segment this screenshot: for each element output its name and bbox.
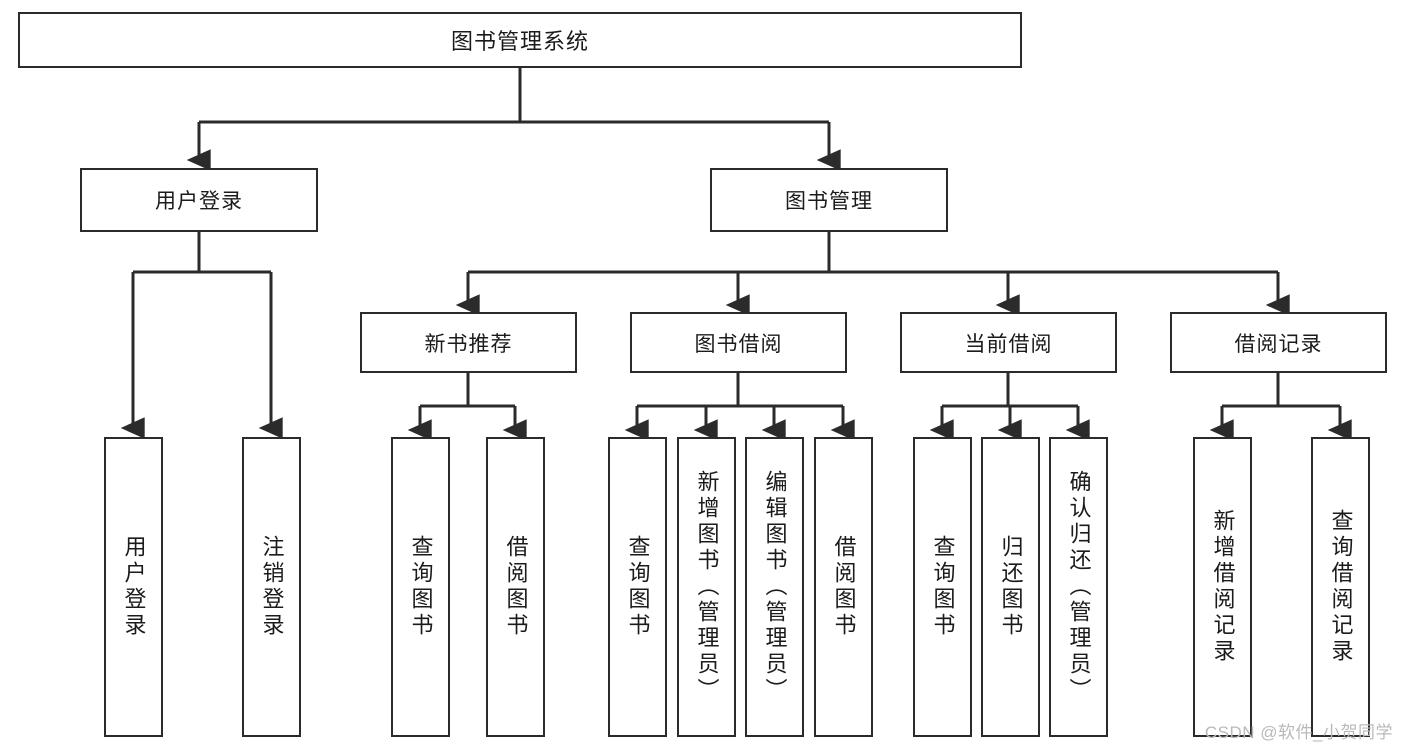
node-label: 查询借阅记录 bbox=[1328, 509, 1354, 665]
node-user-login[interactable]: 用户登录 bbox=[80, 168, 318, 232]
leaf-new-books-query[interactable]: 查询图书 bbox=[391, 437, 450, 737]
node-label: 当前借阅 bbox=[964, 332, 1053, 356]
leaf-book-borrow-edit[interactable]: 编辑图书（管理员） bbox=[745, 437, 804, 737]
leaf-book-borrow-add[interactable]: 新增图书（管理员） bbox=[677, 437, 736, 737]
node-label: 图书管理系统 bbox=[450, 29, 589, 54]
node-label: 查询图书 bbox=[408, 535, 434, 639]
node-new-book-recommend[interactable]: 新书推荐 bbox=[360, 312, 577, 373]
leaf-current-borrow-query[interactable]: 查询图书 bbox=[913, 437, 972, 737]
node-label: 新增借阅记录 bbox=[1210, 509, 1236, 665]
node-label: 新书推荐 bbox=[424, 332, 513, 356]
leaf-user-login-login[interactable]: 用户登录 bbox=[104, 437, 163, 737]
node-borrow-records[interactable]: 借阅记录 bbox=[1170, 312, 1387, 373]
node-book-borrow[interactable]: 图书借阅 bbox=[630, 312, 847, 373]
node-label: 新增图书（管理员） bbox=[694, 470, 720, 704]
node-root-system[interactable]: 图书管理系统 bbox=[18, 12, 1022, 68]
node-label: 借阅图书 bbox=[503, 535, 529, 639]
node-label: 用户登录 bbox=[155, 190, 243, 213]
node-label: 用户登录 bbox=[121, 535, 147, 639]
leaf-user-login-logout[interactable]: 注销登录 bbox=[242, 437, 301, 737]
node-label: 注销登录 bbox=[259, 535, 285, 639]
node-label: 编辑图书（管理员） bbox=[762, 470, 788, 704]
leaf-current-borrow-confirm-return[interactable]: 确认归还（管理员） bbox=[1049, 437, 1108, 737]
leaf-borrow-records-query[interactable]: 查询借阅记录 bbox=[1311, 437, 1370, 737]
node-label: 图书借阅 bbox=[694, 332, 783, 356]
node-label: 确认归还（管理员） bbox=[1066, 470, 1092, 704]
node-label: 图书管理 bbox=[785, 190, 873, 213]
leaf-current-borrow-return[interactable]: 归还图书 bbox=[981, 437, 1040, 737]
leaf-book-borrow-query[interactable]: 查询图书 bbox=[608, 437, 667, 737]
node-label: 查询图书 bbox=[930, 535, 956, 639]
node-label: 归还图书 bbox=[998, 535, 1024, 639]
node-label: 借阅图书 bbox=[831, 535, 857, 639]
node-label: 借阅记录 bbox=[1234, 332, 1323, 356]
leaf-book-borrow-borrow[interactable]: 借阅图书 bbox=[814, 437, 873, 737]
csdn-watermark: CSDN @软件_小贺同学 bbox=[1204, 723, 1393, 742]
node-current-borrow[interactable]: 当前借阅 bbox=[900, 312, 1117, 373]
leaf-borrow-records-add[interactable]: 新增借阅记录 bbox=[1193, 437, 1252, 737]
node-book-management[interactable]: 图书管理 bbox=[710, 168, 948, 232]
node-label: 查询图书 bbox=[625, 535, 651, 639]
leaf-new-books-borrow[interactable]: 借阅图书 bbox=[486, 437, 545, 737]
